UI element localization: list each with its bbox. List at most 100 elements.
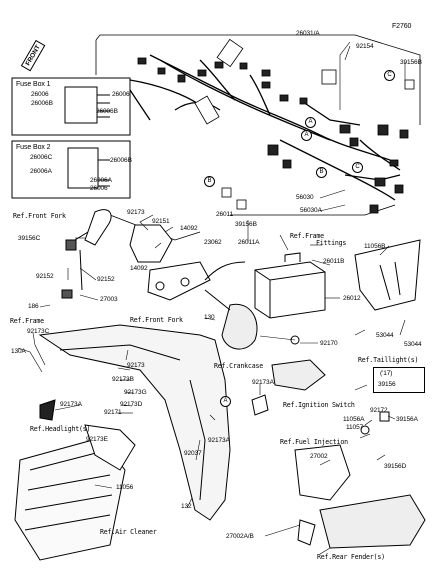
ref-frame-fittings-2: Fittings [316, 239, 347, 247]
ref-frame: Ref.Frame [10, 317, 44, 325]
frame-outline [38, 324, 231, 521]
part-label: 92173E [86, 436, 108, 443]
part-label: 92173 [127, 209, 145, 216]
callout-circle: C [384, 70, 395, 81]
part-label: 27002A/B [226, 533, 254, 540]
part-label: 53044 [404, 341, 422, 348]
fuse-box-1-part: 26006B [96, 108, 118, 115]
part-label: 132 [181, 503, 192, 510]
ignition-switch-parts [251, 335, 326, 416]
part-label: 11056B [364, 243, 386, 250]
ref-headlight: Ref.Headlight(s) [30, 425, 91, 433]
part-label: 26031/A [296, 30, 320, 37]
harness-connectors [137, 57, 409, 214]
part-label: 92173G [124, 389, 147, 396]
ref-front-fork-1: Ref.Front Fork [13, 212, 66, 220]
fuse-box-1-outline [11, 77, 131, 136]
part-label: 26011 [216, 211, 234, 218]
main-wiring-harness [129, 54, 401, 201]
taillight-bracket [354, 239, 421, 311]
part-label: 53044 [376, 332, 394, 339]
part-label: 130 [204, 314, 215, 321]
part-label: 92152 [97, 276, 115, 283]
part-label: 39156D [384, 463, 407, 470]
headlight-part [39, 399, 56, 421]
ref-fuel-injection: Ref.Fuel Injection [280, 438, 348, 446]
part-label: 92151 [152, 218, 170, 225]
part-label: 92173C [27, 328, 50, 335]
figure-code: F2760 [392, 23, 412, 30]
ref-rear-fender: Ref.Rear Fender(s) [317, 553, 385, 561]
part-label: 56030 [296, 194, 314, 201]
part-label: 56030A [300, 207, 322, 214]
callout-circle: B [316, 167, 327, 178]
part-label: 14092 [180, 225, 198, 232]
part-label: 92171 [104, 409, 122, 416]
part-label: 92172 [370, 407, 388, 414]
part-label: 27003 [100, 296, 118, 303]
callout-circle: A [301, 130, 312, 141]
fuse-box-1-part: 26006B [31, 100, 53, 107]
model-year: ('17) [380, 370, 393, 377]
part-label: 92154 [356, 43, 374, 50]
part-label: 39156B [400, 59, 422, 66]
ref-air-cleaner: Ref.Air Cleaner [100, 528, 157, 536]
part-label: 27002 [310, 453, 328, 460]
part-label: 11057 [346, 424, 364, 431]
model-year-note [373, 367, 425, 393]
air-cleaner-housing [14, 424, 136, 561]
model-year-part: 39156 [378, 381, 396, 388]
fuse-box-2-part: 26006 [90, 185, 108, 192]
crankcase-sensor [204, 289, 258, 350]
steering-switch-parts [129, 224, 246, 301]
part-label: 11056 [116, 484, 134, 491]
part-label: 92173B [112, 376, 134, 383]
part-label: 92173A [252, 379, 274, 386]
fuse-box-2-title: Fuse Box 2 [16, 144, 51, 151]
part-label: 26012 [343, 295, 361, 302]
callout-circle: B [204, 176, 215, 187]
fuse-box-2-part: 26006C [30, 154, 53, 161]
part-label: 92173A [208, 437, 230, 444]
part-label: 186 [28, 303, 39, 310]
ref-ignition-switch: Ref.Ignition Switch [283, 401, 355, 409]
part-label: 130A [11, 348, 26, 355]
fuse-box-1-part: 26006 [112, 91, 130, 98]
ref-crankcase: Ref.Crankcase [214, 362, 264, 370]
relay-26011 [221, 187, 232, 198]
part-label: 23062 [204, 239, 222, 246]
part-label: 39156A [396, 416, 418, 423]
part-label: 92170 [320, 340, 338, 347]
part-label: 26011A [238, 239, 260, 246]
harness-relays [194, 38, 415, 125]
part-label: 39156B [235, 221, 257, 228]
fuse-box-2-part: 26006A [90, 177, 112, 184]
part-label: 92173D [120, 401, 143, 408]
fuse-box-2-part: 26006A [30, 168, 52, 175]
part-label: 92173A [60, 401, 82, 408]
part-label: 92037 [184, 450, 202, 457]
callout-circle: A [305, 117, 316, 128]
relay-39156B [236, 199, 247, 210]
ref-taillight: Ref.Taillight(s) [358, 356, 419, 364]
ref-frame-fittings: Ref.Frame [290, 232, 324, 240]
part-label: 14092 [130, 265, 148, 272]
callout-circle: C [352, 162, 363, 173]
fuse-box-2-part: 26006B [110, 157, 132, 164]
rear-fender-parts [294, 411, 426, 549]
front-fork-connector [61, 209, 112, 299]
part-label: 26011B [323, 258, 345, 265]
fuse-box-1-title: Fuse Box 1 [16, 81, 51, 88]
harness-frame-outline [95, 34, 421, 241]
ref-front-fork-2: Ref.Front Fork [130, 316, 183, 324]
fuse-box-1-part: 26006 [31, 91, 49, 98]
part-label: 11056A [343, 416, 365, 423]
part-label: 92173 [127, 362, 145, 369]
leader-lines [17, 41, 406, 555]
part-label: 92152 [36, 273, 54, 280]
battery [254, 252, 326, 319]
fuse-box-2-outline [11, 140, 131, 199]
part-label: 39156C [18, 235, 41, 242]
